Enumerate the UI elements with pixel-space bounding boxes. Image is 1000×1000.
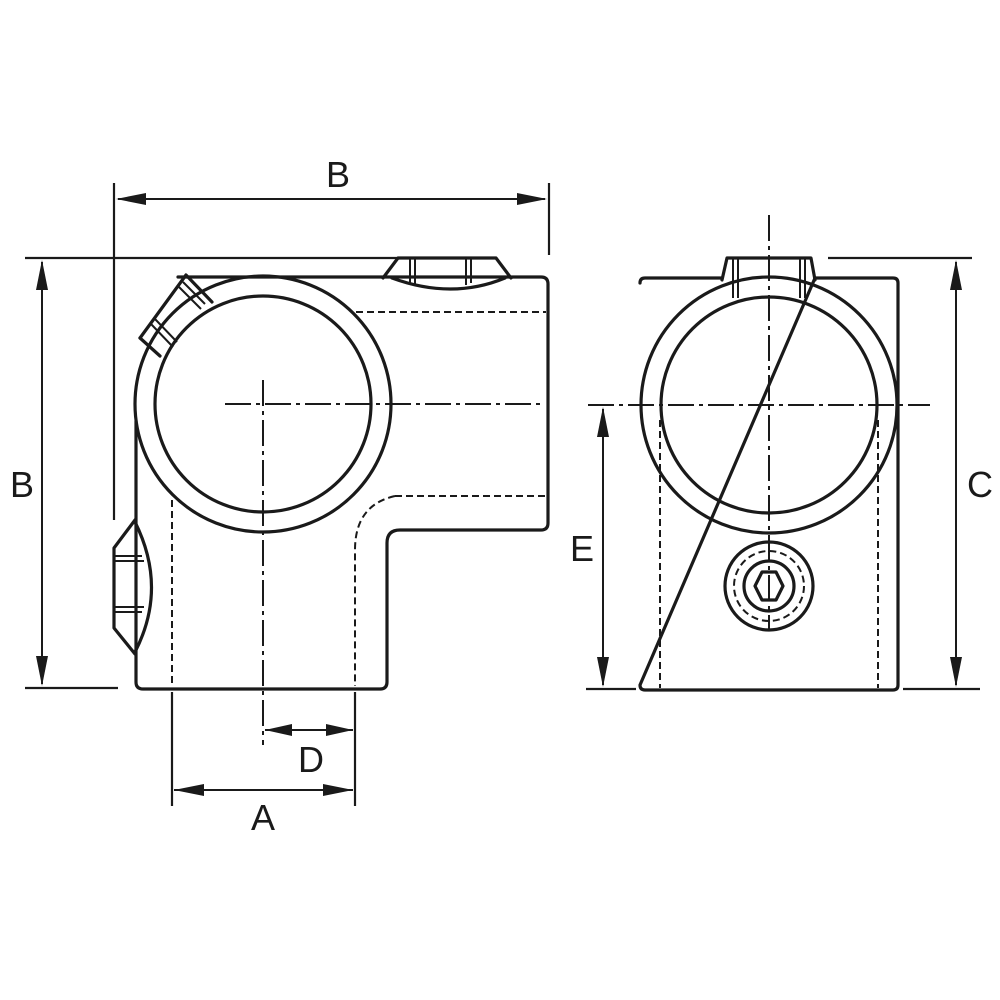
angled-screw-boss xyxy=(138,273,214,358)
side-body-outline xyxy=(638,276,900,692)
side-screw-boss xyxy=(112,518,154,656)
dimension-c: C xyxy=(950,260,993,687)
front-view: B B D A xyxy=(10,154,551,838)
dimension-e: E xyxy=(570,407,609,687)
front-body-outline xyxy=(134,275,550,691)
dimension-label-b-top: B xyxy=(326,154,350,195)
dimension-label-e: E xyxy=(570,528,594,569)
dimension-b-top: B xyxy=(116,154,547,205)
dimension-b-left: B xyxy=(10,260,48,686)
dimension-a: A xyxy=(174,784,353,838)
dimension-label-c: C xyxy=(967,464,993,505)
side-view: E C xyxy=(570,215,993,692)
dimension-label-b-left: B xyxy=(10,464,34,505)
top-screw-boss xyxy=(381,256,513,291)
hidden-edge xyxy=(354,495,396,686)
dimension-label-d: D xyxy=(298,739,324,780)
dimension-d: D xyxy=(265,724,353,780)
dimension-label-a: A xyxy=(251,797,275,838)
